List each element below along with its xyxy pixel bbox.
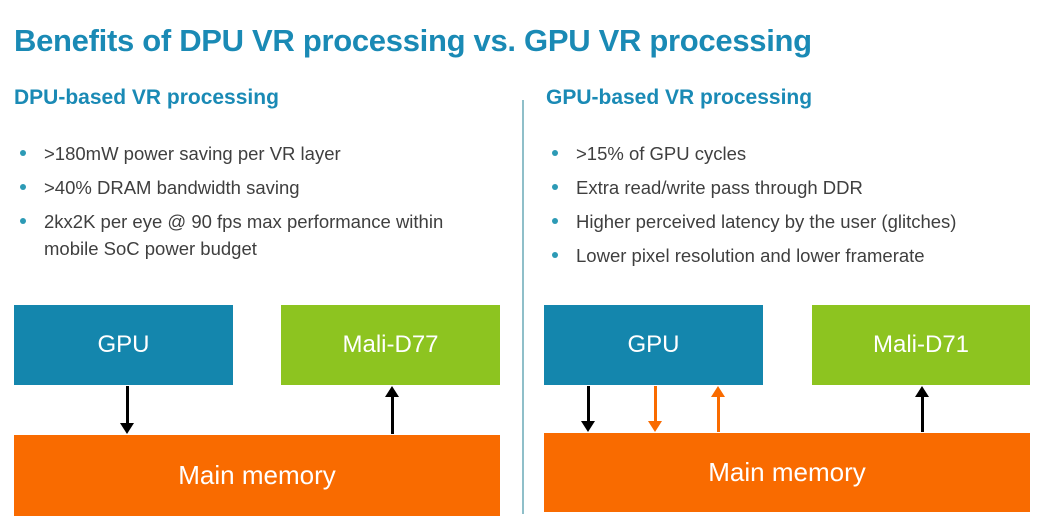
arrow-gpu-to-memory-black-icon	[119, 386, 135, 434]
bullet-dot-icon	[20, 150, 26, 156]
dpu-diagram-gpu-box: GPU	[14, 305, 233, 385]
dpu-diagram-memory-box: Main memory	[14, 435, 500, 516]
gpu-panel: GPU-based VR processing >15% of GPU cycl…	[546, 86, 1032, 266]
arrow-memory-to-gpu-orange-icon	[710, 386, 726, 432]
dpu-diagram-display-box: Mali-D77	[281, 305, 500, 385]
arrow-memory-to-display-black-icon	[914, 386, 930, 432]
memory-box-label: Main memory	[708, 457, 866, 487]
gpu-box-label: GPU	[627, 331, 680, 358]
gpu-box-label: GPU	[97, 331, 150, 358]
bullet-text: Extra read/write pass through DDR	[576, 177, 863, 198]
bullet-item: Extra read/write pass through DDR	[546, 174, 1032, 201]
gpu-diagram-gpu-box: GPU	[544, 305, 763, 385]
slide-title: Benefits of DPU VR processing vs. GPU VR…	[14, 22, 812, 58]
gpu-diagram-display-box: Mali-D71	[812, 305, 1030, 385]
arrow-memory-to-display-black-icon	[384, 386, 400, 434]
bullet-text: >15% of GPU cycles	[576, 143, 747, 164]
gpu-bullet-list: >15% of GPU cycles Extra read/write pass…	[546, 140, 1032, 276]
bullet-text: 2kx2K per eye @ 90 fps max performance w…	[44, 211, 444, 259]
dpu-panel-heading: DPU-based VR processing	[14, 86, 279, 109]
bullet-text: >180mW power saving per VR layer	[44, 143, 341, 164]
bullet-item: >180mW power saving per VR layer	[14, 140, 506, 167]
display-box-label: Mali-D77	[342, 331, 439, 358]
arrow-gpu-to-memory-black-icon	[580, 386, 596, 432]
bullet-text: >40% DRAM bandwidth saving	[44, 177, 300, 198]
bullet-dot-icon	[552, 184, 558, 190]
bullet-item: 2kx2K per eye @ 90 fps max performance w…	[14, 208, 506, 262]
bullet-dot-icon	[552, 252, 558, 258]
bullet-text: Higher perceived latency by the user (gl…	[576, 211, 957, 232]
dpu-bullet-list: >180mW power saving per VR layer >40% DR…	[14, 140, 506, 269]
bullet-item: >15% of GPU cycles	[546, 140, 1032, 167]
display-box-label: Mali-D71	[872, 331, 970, 358]
bullet-item: Higher perceived latency by the user (gl…	[546, 208, 1032, 235]
bullet-dot-icon	[552, 150, 558, 156]
bullet-dot-icon	[20, 184, 26, 190]
gpu-diagram-memory-box: Main memory	[544, 433, 1030, 512]
gpu-panel-heading: GPU-based VR processing	[546, 86, 813, 109]
bullet-item: >40% DRAM bandwidth saving	[14, 174, 506, 201]
bullet-item: Lower pixel resolution and lower framera…	[546, 242, 1032, 269]
bullet-dot-icon	[20, 218, 26, 224]
bullet-text: Lower pixel resolution and lower framera…	[576, 245, 925, 266]
arrow-gpu-to-memory-orange-icon	[647, 386, 663, 432]
column-divider	[522, 100, 524, 514]
memory-box-label: Main memory	[178, 460, 336, 490]
dpu-panel: DPU-based VR processing >180mW power sav…	[14, 86, 506, 259]
bullet-dot-icon	[552, 218, 558, 224]
